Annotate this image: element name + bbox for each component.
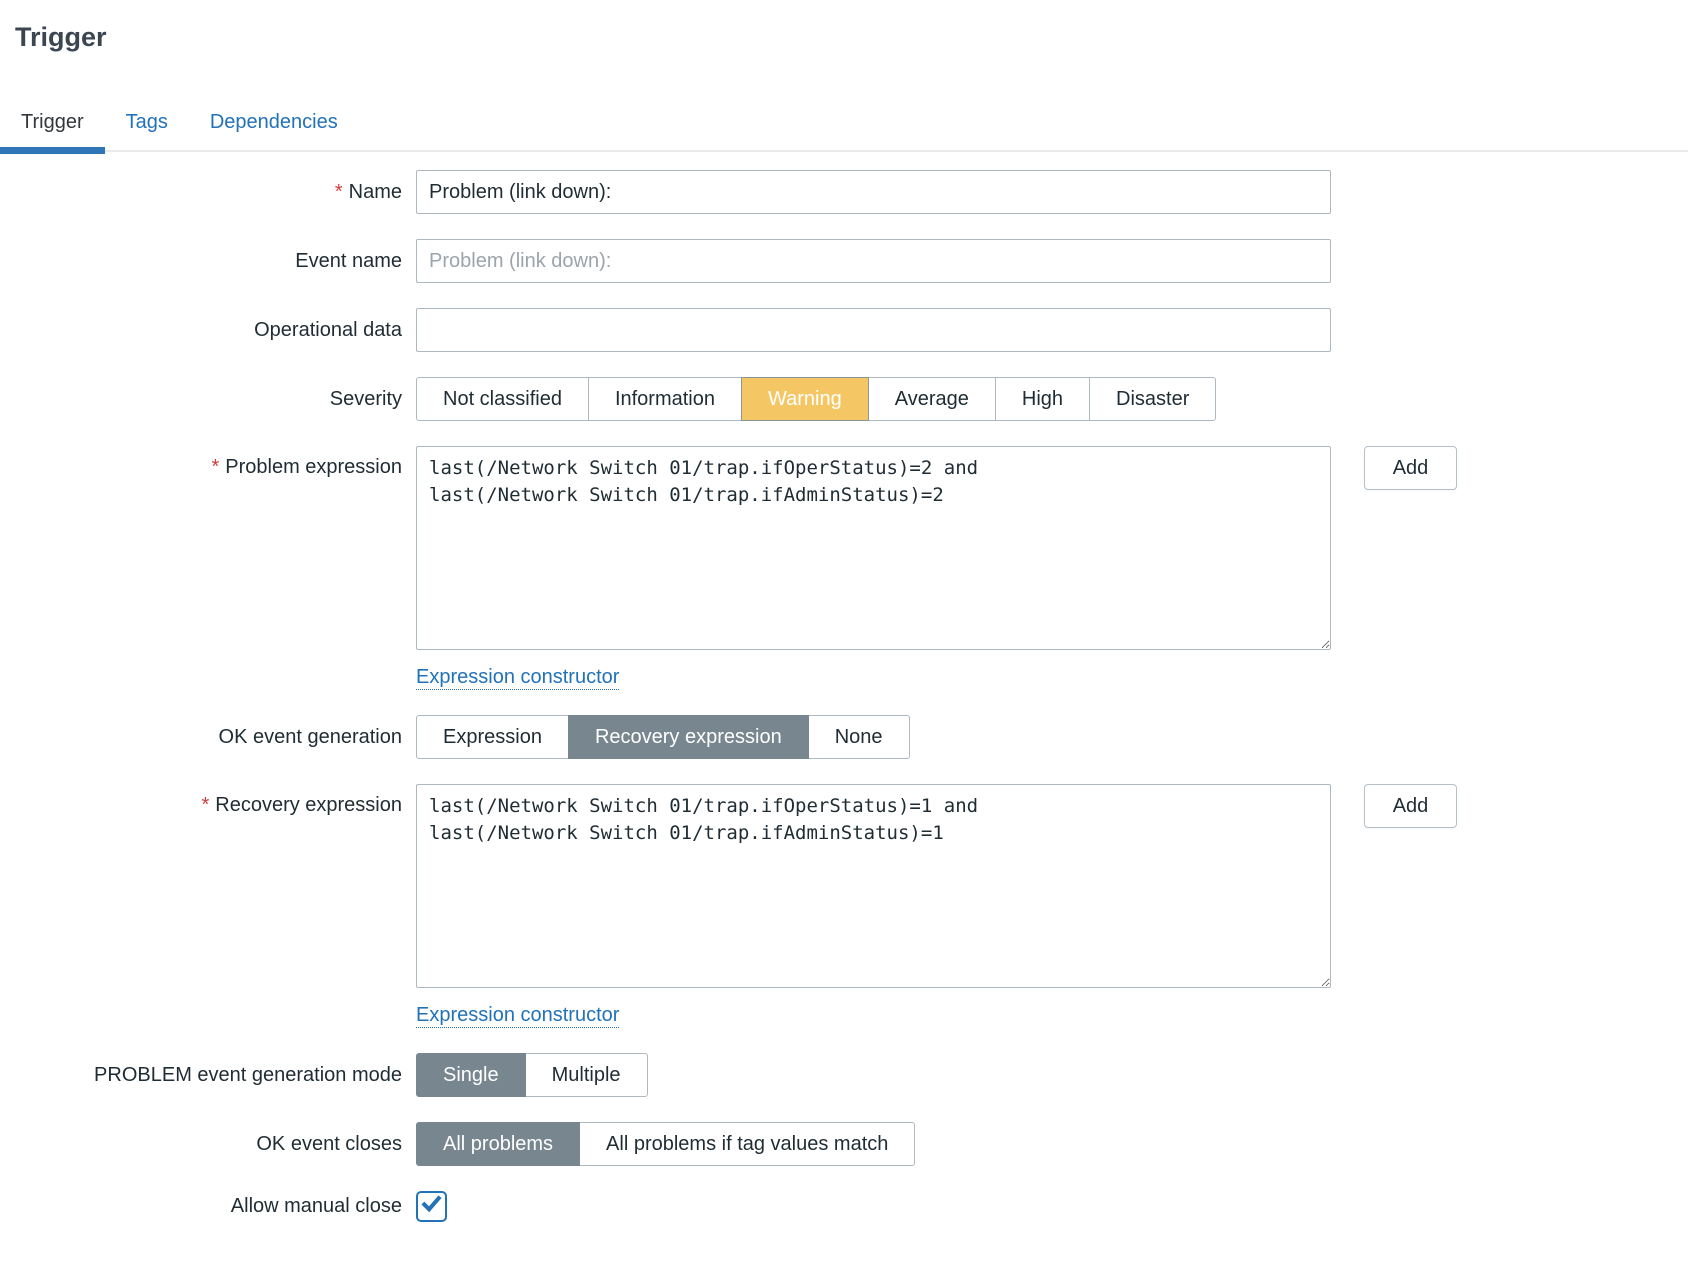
required-asterisk: * bbox=[201, 794, 210, 816]
problem-event-generation-mode-radio-group: Single Multiple bbox=[416, 1053, 648, 1097]
required-asterisk: * bbox=[211, 456, 220, 478]
problem-event-generation-mode-single[interactable]: Single bbox=[416, 1053, 526, 1097]
severity-not-classified[interactable]: Not classified bbox=[416, 377, 589, 421]
operational-data-input[interactable] bbox=[416, 308, 1331, 352]
checkmark-icon bbox=[420, 1192, 443, 1221]
severity-average[interactable]: Average bbox=[867, 377, 996, 421]
problem-expression-textarea[interactable]: last(/Network Switch 01/trap.ifOperStatu… bbox=[416, 446, 1331, 650]
tab-bar: Trigger Tags Dependencies bbox=[0, 99, 1688, 154]
severity-radio-group: Not classified Information Warning Avera… bbox=[416, 377, 1217, 421]
ok-event-closes-label: OK event closes bbox=[256, 1132, 402, 1155]
trigger-page: Trigger Trigger Tags Dependencies * Name… bbox=[0, 22, 1688, 1222]
recovery-expression-constructor-link[interactable]: Expression constructor bbox=[416, 1004, 620, 1028]
severity-high[interactable]: High bbox=[994, 377, 1091, 421]
event-name-label: Event name bbox=[295, 249, 402, 272]
severity-label: Severity bbox=[329, 387, 402, 410]
severity-disaster[interactable]: Disaster bbox=[1089, 377, 1217, 421]
severity-information[interactable]: Information bbox=[587, 377, 742, 421]
ok-event-generation-label: OK event generation bbox=[218, 725, 402, 748]
operational-data-label: Operational data bbox=[254, 318, 402, 341]
page-title: Trigger bbox=[15, 22, 107, 52]
event-name-input[interactable] bbox=[416, 239, 1331, 283]
severity-warning[interactable]: Warning bbox=[741, 377, 869, 421]
allow-manual-close-label: Allow manual close bbox=[230, 1195, 402, 1217]
ok-event-closes-all-problems[interactable]: All problems bbox=[416, 1122, 581, 1166]
required-asterisk: * bbox=[334, 180, 343, 203]
ok-event-generation-expression[interactable]: Expression bbox=[416, 715, 569, 759]
recovery-expression-textarea[interactable]: last(/Network Switch 01/trap.ifOperStatu… bbox=[416, 784, 1331, 988]
ok-event-closes-radio-group: All problems All problems if tag values … bbox=[416, 1122, 916, 1166]
name-label: * Name bbox=[334, 180, 402, 203]
recovery-expression-add-button[interactable]: Add bbox=[1364, 784, 1457, 828]
problem-expression-add-button[interactable]: Add bbox=[1364, 446, 1457, 490]
ok-event-generation-none[interactable]: None bbox=[807, 715, 910, 759]
allow-manual-close-checkbox[interactable] bbox=[416, 1191, 447, 1222]
name-input[interactable] bbox=[416, 170, 1331, 214]
problem-event-generation-mode-multiple[interactable]: Multiple bbox=[524, 1053, 648, 1097]
ok-event-generation-recovery-expression[interactable]: Recovery expression bbox=[567, 715, 809, 759]
problem-expression-label: * Problem expression bbox=[211, 456, 402, 478]
problem-event-generation-mode-label: PROBLEM event generation mode bbox=[94, 1063, 402, 1086]
ok-event-closes-if-tag-values-match[interactable]: All problems if tag values match bbox=[579, 1122, 916, 1166]
recovery-expression-label: * Recovery expression bbox=[201, 794, 402, 816]
tab-trigger[interactable]: Trigger bbox=[0, 99, 105, 154]
tab-tags[interactable]: Tags bbox=[125, 111, 168, 133]
trigger-form: * Name Event name Operational data Sever… bbox=[0, 170, 1688, 1222]
tab-dependencies[interactable]: Dependencies bbox=[209, 111, 338, 133]
problem-expression-constructor-link[interactable]: Expression constructor bbox=[416, 666, 620, 690]
ok-event-generation-radio-group: Expression Recovery expression None bbox=[416, 715, 910, 759]
